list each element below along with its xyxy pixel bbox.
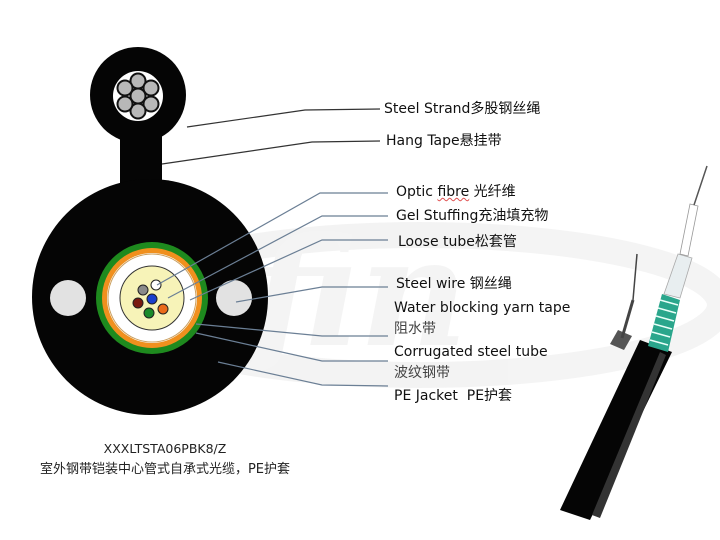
label-hang-tape: Hang Tape悬挂带 [386, 133, 502, 150]
label-steel-strand: Steel Strand多股钢丝绳 [384, 101, 540, 118]
label-pe-jacket: PE Jacket PE护套 [394, 388, 512, 405]
label-gel-stuffing: Gel Stuffing充油填充物 [396, 208, 548, 225]
label-zh: 波纹钢带 [394, 365, 450, 381]
label-zh: 光纤维 [469, 184, 516, 200]
label-corrugated-steel: Corrugated steel tube 波纹钢带 [394, 344, 548, 382]
caption-description: 室外钢带铠装中心管式自承式光缆，PE护套 [39, 462, 291, 477]
label-en: Steel wire [396, 276, 470, 292]
label-loose-tube: Loose tube松套管 [398, 234, 517, 251]
label-zh: 悬挂带 [459, 133, 502, 149]
label-en: Loose tube [398, 234, 475, 250]
label-water-blocking: Water blocking yarn tape 阻水带 [394, 300, 570, 338]
caption: XXXLTSTA06PBK8/Z 室外钢带铠装中心管式自承式光缆，PE护套 [10, 441, 320, 477]
label-en: Optic [396, 184, 438, 200]
steel-wire-right [216, 280, 252, 316]
label-zh: 充油填充物 [478, 208, 549, 224]
label-steel-wire: Steel wire 钢丝绳 [396, 276, 512, 293]
label-en: Steel Strand [384, 101, 471, 117]
cable-photo [560, 165, 708, 520]
label-zh: 钢丝绳 [469, 276, 512, 292]
steel-wire-left [50, 280, 86, 316]
hang-tape-neck [120, 135, 162, 185]
label-en-misspelled: fibre [437, 184, 470, 200]
label-en: Corrugated steel tube [394, 344, 548, 360]
corrugated-steel-section [648, 294, 680, 352]
label-zh: PE护套 [466, 388, 513, 404]
label-en: Gel Stuffing [396, 208, 479, 224]
steel-strand-cross-section [90, 47, 186, 185]
label-en: Hang Tape [386, 133, 460, 149]
main-cable-cross-section [32, 179, 268, 415]
label-en: PE Jacket [394, 388, 467, 404]
label-optic-fibre: Optic fibre 光纤维 [396, 184, 516, 201]
leader-lines [156, 108, 389, 387]
label-zh: 松套管 [474, 234, 517, 250]
label-zh: 多股钢丝绳 [470, 101, 541, 117]
label-zh: 阻水带 [394, 321, 436, 337]
caption-model: XXXLTSTA06PBK8/Z [103, 441, 227, 456]
label-en: Water blocking yarn tape [394, 300, 571, 316]
